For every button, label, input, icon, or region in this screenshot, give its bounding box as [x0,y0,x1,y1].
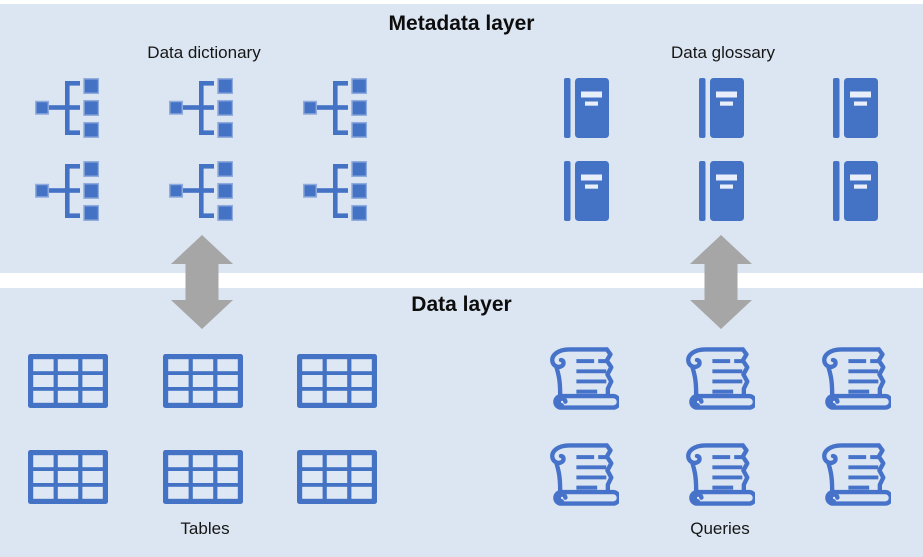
tables-icon-grid [28,354,377,504]
hierarchy-icon [35,78,99,138]
dictionary-tables-arrow [171,235,233,329]
data-dictionary-icon-grid [35,78,367,221]
hierarchy-icon [169,78,233,138]
scroll-icon [549,443,619,506]
hierarchy-icon [169,161,233,221]
table-icon [28,354,108,408]
book-icon [564,161,609,221]
tables-label: Tables [180,519,230,538]
data-layer-band: Data layer Tables Queries [0,288,923,557]
table-icon [163,450,243,504]
metadata-layer-title: Metadata layer [388,12,535,35]
scroll-icon [549,347,619,410]
metadata-layer-band: Metadata layer Data dictionary Data glos… [0,4,923,273]
data-glossary-icon-grid [564,78,878,221]
data-layer-title: Data layer [411,293,512,316]
hierarchy-icon [35,161,99,221]
data-glossary-label: Data glossary [671,43,775,62]
book-icon [699,161,744,221]
table-icon [163,354,243,408]
scroll-icon [821,443,891,506]
book-icon [699,78,744,138]
data-dictionary-label: Data dictionary [147,43,261,62]
table-icon [297,450,377,504]
scroll-icon [685,443,755,506]
scroll-icon [821,347,891,410]
hierarchy-icon [303,78,367,138]
scroll-icon [685,347,755,410]
table-icon [297,354,377,408]
glossary-queries-arrow [690,235,752,329]
queries-label: Queries [690,519,750,538]
book-icon [833,78,878,138]
table-icon [28,450,108,504]
queries-icon-grid [549,347,891,506]
book-icon [564,78,609,138]
hierarchy-icon [303,161,367,221]
book-icon [833,161,878,221]
